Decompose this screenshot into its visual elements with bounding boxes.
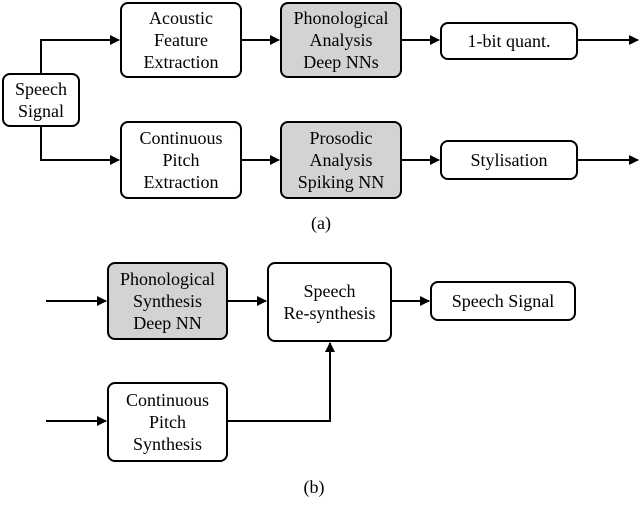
box-line: Continuous [139,128,223,148]
box-line: Extraction [143,172,219,192]
prosodic-analysis-box: Prosodic Analysis Spiking NN [280,121,402,199]
box-line: Synthesis [132,434,202,454]
quantization-box: 1-bit quant. [440,22,578,60]
box-line: 1-bit quant. [467,31,551,51]
box-line: Acoustic [149,8,213,28]
box-line: Analysis [309,150,373,170]
stylisation-box: Stylisation [440,140,578,180]
caption-b: (b) [303,477,325,497]
speech-signal-out-box: Speech Signal [430,281,576,321]
box-line: Deep NNs [303,52,379,72]
box-line: Speech [15,79,67,99]
speech-signal-box: Speech Signal [2,73,80,127]
box-line: Stylisation [470,150,548,170]
box-line: Feature [154,30,208,50]
speech-resynthesis-box: Speech Re-synthesis [267,262,392,342]
box-line: Analysis [309,30,373,50]
box-line: Signal [17,101,64,121]
continuous-pitch-extraction-box: Continuous Pitch Extraction [120,121,242,199]
phonological-synthesis-box: Phonological Synthesis Deep NN [107,262,228,340]
box-line: Extraction [143,52,219,72]
box-line: Prosodic [309,128,373,148]
box-line: Spiking NN [297,172,385,192]
caption-a: (a) [311,213,331,233]
acoustic-feature-extraction-box: Acoustic Feature Extraction [120,2,242,78]
box-line: Pitch [162,150,200,170]
box-line: Speech Signal [451,291,555,311]
arrow-pitch-synth-to-resynth [228,342,335,422]
box-line: Deep NN [133,313,202,333]
box-line: Re-synthesis [283,303,376,323]
box-line: Synthesis [132,291,202,311]
phonological-analysis-box: Phonological Analysis Deep NNs [280,2,402,78]
box-line: Continuous [125,390,209,410]
box-line: Phonological [293,8,389,28]
box-line: Phonological [120,269,215,289]
box-line: Pitch [148,412,186,432]
pitch-synthesis-box: Continuous Pitch Synthesis [107,382,228,462]
box-line: Speech [303,281,356,301]
